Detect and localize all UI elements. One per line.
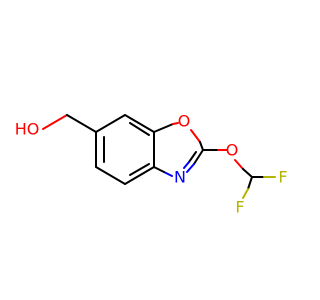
bond-n3-c3a [153,166,165,173]
ether-oxygen-label: O [226,141,239,160]
bond-c3a-c4-inner [129,163,150,176]
bond-c-f2 [247,176,253,190]
fluorine-label-1: F [278,168,287,187]
molecule-svg: HO O N O F F [15,112,288,217]
bond-o-chf2 [242,168,253,178]
bond-c4-c5 [95,166,126,185]
bond-c2-n3-blue [186,163,195,173]
bond-c2-n3-double-blue [183,161,190,169]
bond-c-f2-yellow [242,188,249,199]
bond-c7-c7a [124,114,155,133]
ring-nitrogen-label: N [174,168,186,187]
bond-c7-c7a-inner [129,122,150,136]
bond-c6-c7 [95,114,126,133]
ring-oxygen-label: O [178,112,191,131]
hydroxyl-label: HO [15,120,40,139]
structure-diagram: HO O N O F F [15,112,288,217]
bond-o1-c2-black [199,141,204,151]
bond-c7a-o1 [153,123,174,133]
bond-n3-c3a-blue [163,171,173,177]
bond-c7a-o1-red [172,122,179,125]
bond-oh-ch2 [42,114,68,130]
bond-ch2-ring [66,114,97,133]
bond-o1-c2 [190,129,201,143]
fluorine-label-2: F [235,198,244,217]
bond-c2-n3 [193,149,204,165]
bond-c2-n3-double [188,151,197,163]
bond-o-chf2-red [234,159,244,170]
bond-c3a-c4 [124,166,155,185]
